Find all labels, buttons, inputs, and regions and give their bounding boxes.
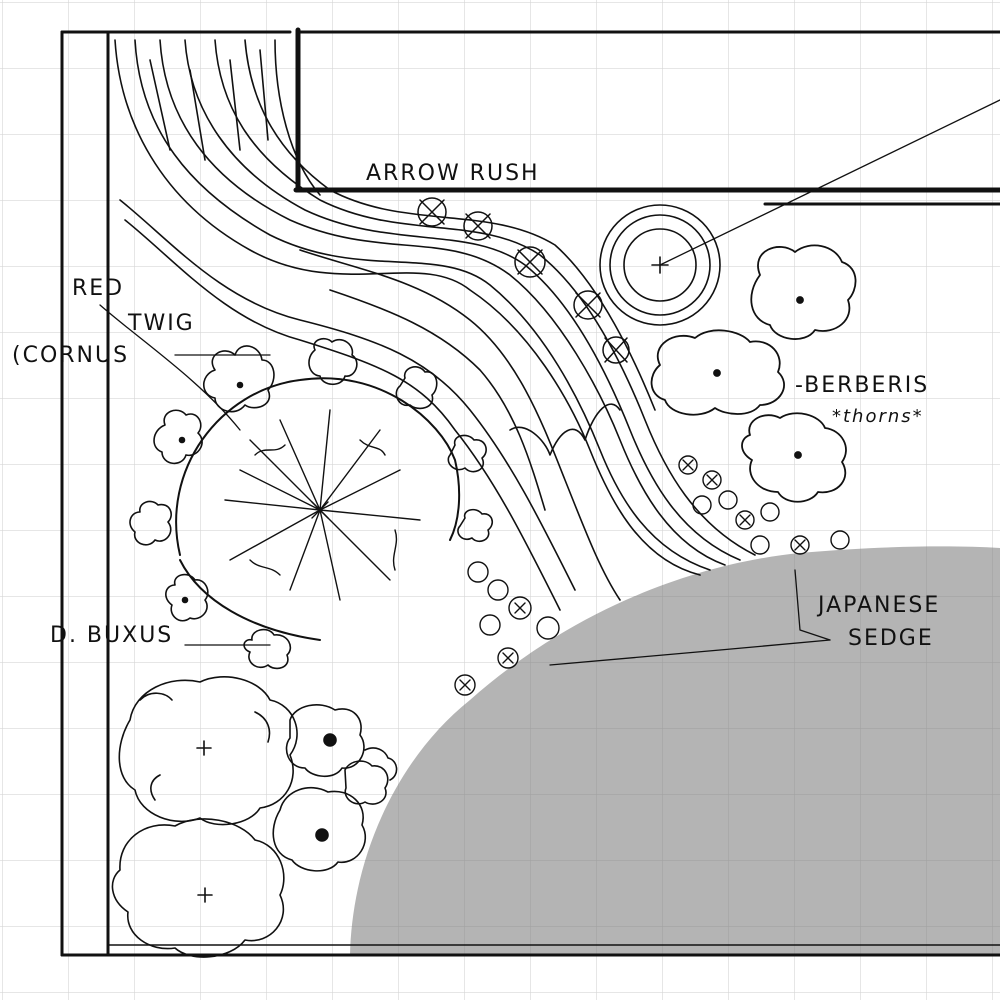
label-red-twig-line2: TWIG [127,311,195,336]
label-thorns: *thorns* [832,406,924,427]
label-cornus: (CORNUS [12,343,129,368]
label-sedge: SEDGE [848,626,934,651]
arrow-rush-planting [114,39,756,611]
label-red-twig-line1: RED [72,276,124,301]
large-shrubs [111,676,398,958]
label-japanese: JAPANESE [816,593,940,618]
central-specimen-tree [224,409,421,601]
arrow-rush-clumps [417,197,630,364]
leader-lines [99,304,831,666]
specimen-conifer [599,99,1000,326]
red-twig-shrubs [129,338,494,670]
circular-bed [175,377,461,641]
japanese-sedge-plants [454,455,850,696]
paved-area [350,546,1000,955]
berberis-shrubs [650,244,857,503]
label-berberis: -BERBERIS [795,373,929,398]
label-arrow-rush: ARROW RUSH [366,161,540,186]
label-buxus: D. BUXUS [50,623,173,648]
